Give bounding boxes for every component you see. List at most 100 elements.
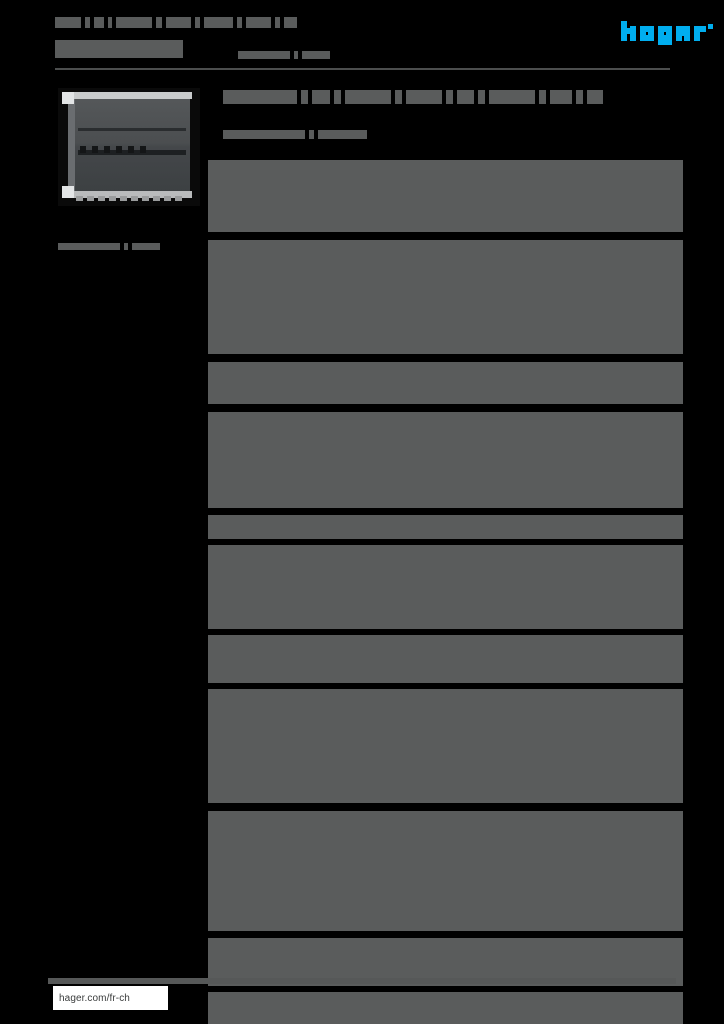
redacted-text-block xyxy=(415,843,635,851)
redacted-text-block xyxy=(465,370,585,378)
redacted-text-block xyxy=(322,595,352,603)
redacted-text-block xyxy=(283,553,379,561)
redacted-text-block xyxy=(587,867,592,875)
redacted-text-block xyxy=(331,338,336,346)
redacted-text-block xyxy=(214,970,222,978)
table-row xyxy=(208,460,683,484)
table-cell-value xyxy=(283,545,683,587)
redacted-text-block xyxy=(318,130,367,140)
redacted-text-block xyxy=(214,946,248,954)
redacted-text-block xyxy=(556,1000,646,1008)
redacted-text-block xyxy=(358,492,458,500)
redacted-text-block xyxy=(366,370,452,378)
table-cell-value xyxy=(283,859,683,883)
table-row xyxy=(208,484,683,508)
redacted-text-block xyxy=(283,468,473,476)
redacted-text-block xyxy=(214,787,234,795)
table-cell-label xyxy=(208,330,283,354)
redacted-text-block xyxy=(440,314,445,322)
redacted-text-block xyxy=(283,571,353,579)
redacted-text-block xyxy=(214,721,222,729)
redacted-text-block xyxy=(214,168,244,176)
redacted-text-block xyxy=(474,192,479,200)
page-subtitle xyxy=(238,46,330,64)
redacted-text-block xyxy=(214,314,222,322)
table-cell-label xyxy=(208,587,283,629)
table-row xyxy=(208,992,683,1016)
redacted-text-block xyxy=(440,338,445,346)
redacted-text-block xyxy=(283,290,541,298)
redacted-text-block xyxy=(283,314,335,322)
redacted-text-block xyxy=(499,248,561,256)
redacted-text-block xyxy=(349,946,354,954)
table-cell-label xyxy=(208,160,283,184)
redacted-text-block xyxy=(214,595,250,603)
redacted-text-block xyxy=(330,667,374,675)
redacted-text-block xyxy=(525,338,530,346)
redacted-text-block xyxy=(305,787,310,795)
redacted-text-block xyxy=(452,420,457,428)
footer-divider xyxy=(48,978,676,984)
redacted-text-block xyxy=(232,523,239,531)
redacted-text-block xyxy=(415,192,470,200)
table-cell-label xyxy=(208,184,283,208)
redacted-text-block xyxy=(442,867,447,875)
redacted-text-block xyxy=(451,867,583,875)
redacted-text-block xyxy=(535,915,540,923)
redacted-text-block xyxy=(358,946,454,954)
hager-logo[interactable] xyxy=(619,18,724,48)
redacted-text-block xyxy=(357,370,362,378)
redacted-text-block xyxy=(406,89,442,104)
table-cell-value xyxy=(283,412,683,436)
redacted-text-block xyxy=(351,819,356,827)
table-row xyxy=(208,412,683,436)
redacted-text-block xyxy=(392,553,454,561)
redacted-text-block xyxy=(378,667,383,675)
redacted-text-block xyxy=(254,595,261,603)
table-cell-value xyxy=(283,883,683,907)
table-row xyxy=(208,811,683,835)
redacted-text-block xyxy=(457,89,474,104)
redacted-text-block xyxy=(450,168,455,176)
redacted-text-block xyxy=(446,89,453,104)
redacted-text-block xyxy=(341,420,346,428)
table-cell-value xyxy=(283,635,683,659)
redacted-text-block xyxy=(334,89,341,104)
redacted-text-block xyxy=(283,739,628,747)
table-cell-value xyxy=(283,992,683,1016)
table-cell-value xyxy=(283,811,683,835)
redacted-text-block xyxy=(214,1000,242,1008)
redacted-text-block xyxy=(592,168,652,176)
redacted-text-block xyxy=(326,970,576,978)
redacted-text-block xyxy=(557,523,562,531)
redacted-text-block xyxy=(214,338,222,346)
table-row-gap xyxy=(208,404,683,412)
redacted-text-block xyxy=(490,248,495,256)
redacted-text-block xyxy=(214,643,228,651)
redacted-text-block xyxy=(495,763,500,771)
table-cell-value xyxy=(283,240,683,264)
table-cell-value xyxy=(283,713,683,755)
redacted-text-block xyxy=(283,970,313,978)
redacted-text-block xyxy=(214,553,222,561)
redacted-text-block xyxy=(544,915,632,923)
footer-url-box[interactable]: hager.com/fr-ch xyxy=(53,986,168,1010)
table-row xyxy=(208,659,683,683)
redacted-text-block xyxy=(283,272,411,280)
redacted-text-block xyxy=(232,643,239,651)
redacted-text-block xyxy=(317,970,322,978)
redacted-text-block xyxy=(214,248,260,256)
table-cell-value xyxy=(283,515,683,539)
redacted-text-block xyxy=(503,787,508,795)
table-cell-label xyxy=(208,713,283,755)
redacted-text-block xyxy=(223,89,297,104)
redacted-text-block xyxy=(589,370,594,378)
table-cell-label xyxy=(208,484,283,508)
redacted-text-block xyxy=(579,819,584,827)
redacted-text-block xyxy=(443,523,553,531)
redacted-text-block xyxy=(195,17,200,29)
redacted-text-block xyxy=(356,595,361,603)
redacted-text-block xyxy=(356,168,446,176)
redacted-text-block xyxy=(283,891,339,899)
